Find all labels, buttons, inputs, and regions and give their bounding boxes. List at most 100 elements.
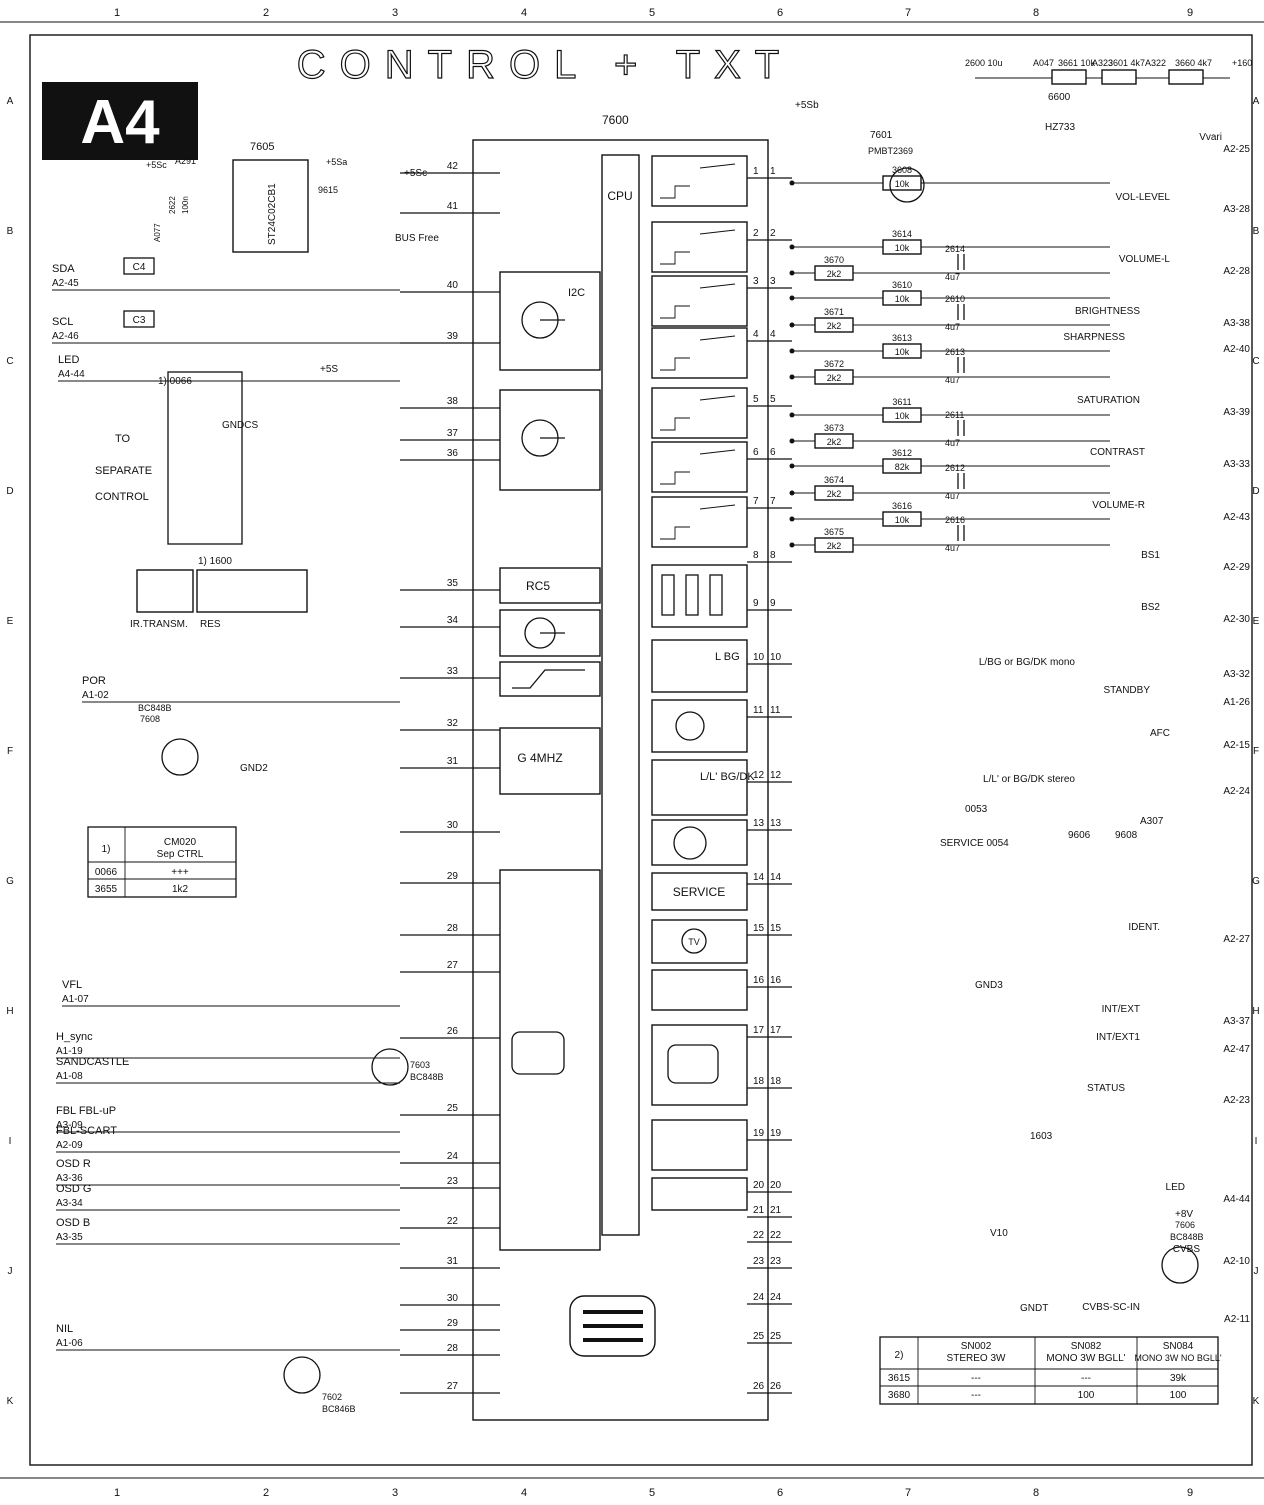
- ic-pin-right: 24: [753, 1292, 765, 1303]
- ic-pin-left: 39: [447, 331, 459, 342]
- right-signal-name: CONTRAST: [1090, 447, 1145, 458]
- grid-row-label: H: [1252, 1006, 1259, 1017]
- page-title: CONTROL + TXT: [297, 43, 794, 87]
- zener-type: HZ733: [1045, 122, 1075, 133]
- right-signal-name: BS1: [1141, 550, 1160, 561]
- ic-pin-right: 9: [753, 598, 759, 609]
- pin-net: 17: [770, 1025, 782, 1036]
- resistor: [1168, 69, 1204, 85]
- capacitor-ref: 2612: [945, 463, 965, 473]
- eeprom-node: A291: [175, 156, 196, 166]
- sep-control-connector: [167, 371, 243, 545]
- pin-net: 12: [770, 770, 782, 781]
- left-signal-name: FBL FBL-uP: [56, 1105, 116, 1117]
- left-signal-conn: A1-02: [82, 690, 109, 701]
- block-osc-label: G 4MHZ: [517, 751, 562, 765]
- right-signal-conn: A3-33: [1223, 459, 1250, 470]
- ic-pin-left: 30: [447, 820, 459, 831]
- grid-col-label: 2: [263, 7, 269, 19]
- block-l-bg: [651, 639, 748, 693]
- grid-col-label: 5: [649, 7, 655, 19]
- top-chain-label: A047: [1033, 58, 1054, 68]
- grid-row-label: A: [7, 96, 14, 107]
- ir-transmitter: [136, 569, 194, 613]
- ic-pin-left: 29: [447, 871, 459, 882]
- block-bus2: [499, 389, 601, 491]
- capacitor-value: 4u7: [945, 322, 960, 332]
- pin-net: 3: [770, 276, 776, 287]
- t7601-ref: 7601: [870, 130, 893, 141]
- pin-net: 22: [770, 1230, 782, 1241]
- right-signal-conn: A3-39: [1223, 407, 1250, 418]
- block-lldk-label: L/L' BG/DK: [700, 771, 755, 783]
- grid-col-label: 8: [1033, 7, 1039, 19]
- pin-net: 19: [770, 1128, 782, 1139]
- misc-label: 1603: [1030, 1131, 1053, 1142]
- block-i2c-label: I2C: [568, 287, 585, 299]
- grid-col-label: 5: [649, 1487, 655, 1499]
- left-signal-name: OSD R: [56, 1158, 91, 1170]
- resistor: [814, 369, 854, 385]
- left-signal-name: OSD G: [56, 1183, 91, 1195]
- right-signal-conn: A3-28: [1223, 204, 1250, 215]
- grid-row-label: K: [1253, 1396, 1260, 1407]
- left-signal-conn: A3-35: [56, 1232, 83, 1243]
- right-signal-labels: VvariA2-25VOL-LEVELA3-28VOLUME-LA2-28BRI…: [979, 132, 1251, 1325]
- svg-text:CONTROL: CONTROL: [95, 491, 149, 503]
- pin-net: 4: [770, 329, 776, 340]
- right-signal-conn: A3-32: [1223, 669, 1250, 680]
- resistor-ref: 3674: [824, 475, 844, 485]
- misc-label: GNDT: [1020, 1303, 1048, 1314]
- right-signal-name: INT/EXT: [1102, 1004, 1140, 1015]
- pin-net: 9: [770, 598, 776, 609]
- grid-row-label: J: [8, 1266, 13, 1277]
- right-signal-conn: A1-26: [1223, 697, 1250, 708]
- t7603-type: BC848B: [410, 1072, 444, 1082]
- resistor-ref: 3610: [892, 280, 912, 290]
- left-signal-conn: A3-36: [56, 1173, 83, 1184]
- t2-r1c3: 100: [1170, 1390, 1187, 1401]
- ic-pin-right: 18: [753, 1076, 765, 1087]
- ic-pin-right: 6: [753, 447, 759, 458]
- pin-net: 7: [770, 496, 776, 507]
- grid-col-label: 1: [114, 1487, 120, 1499]
- resistor: [814, 265, 854, 281]
- left-signal-name: FBL-SCART: [56, 1125, 117, 1137]
- left-signal-name: VFL: [62, 979, 82, 991]
- capacitor-value: 4u7: [945, 272, 960, 282]
- ic-pin-left: 32: [447, 718, 459, 729]
- cpu-label: CPU: [607, 189, 632, 203]
- ic-pin-left: 34: [447, 615, 459, 626]
- t7603-ref: 7603: [410, 1060, 430, 1070]
- right-signal-name: CVBS-SC-IN: [1082, 1302, 1140, 1313]
- resistor-ref: 3671: [824, 307, 844, 317]
- ic-pin-left: 31: [447, 756, 459, 767]
- ic-pin-left: 30: [447, 1293, 459, 1304]
- resistor-value: 10k: [895, 243, 910, 253]
- pin-net: 11: [770, 705, 781, 716]
- t2-r1c1: ---: [971, 1390, 981, 1401]
- block-display: [499, 869, 601, 1251]
- ic-pin-left: 27: [447, 960, 459, 971]
- resistor-value: 2k2: [827, 437, 842, 447]
- eeprom-jumper: 9615: [318, 185, 338, 195]
- resistor-value: 2k2: [827, 541, 842, 551]
- svg-text:SN082: SN082: [1071, 1341, 1102, 1352]
- ic-pin-left: 29: [447, 1318, 459, 1329]
- ic-pin-left: 36: [447, 448, 459, 459]
- top-chain-label: 2600 10u: [965, 58, 1003, 68]
- grid-col-label: 8: [1033, 1487, 1039, 1499]
- ic-pin-left: 25: [447, 1103, 459, 1114]
- misc-label: +5Sc: [404, 168, 427, 179]
- ic-pin-right: 26: [753, 1381, 765, 1392]
- capacitor-ref: 2611: [945, 410, 964, 420]
- eeprom-cap-val: 100n: [181, 196, 190, 214]
- sep-control-gnd: GNDCS: [222, 420, 258, 431]
- misc-label: 0053: [965, 804, 988, 815]
- resistor-ref: 3608: [892, 165, 912, 175]
- t7606-type: BC848B: [1170, 1232, 1204, 1242]
- right-signal-name: STANDBY: [1104, 685, 1151, 696]
- left-signal-conn: A2-09: [56, 1140, 83, 1151]
- transistor-7608: 7608 BC848B: [138, 703, 199, 776]
